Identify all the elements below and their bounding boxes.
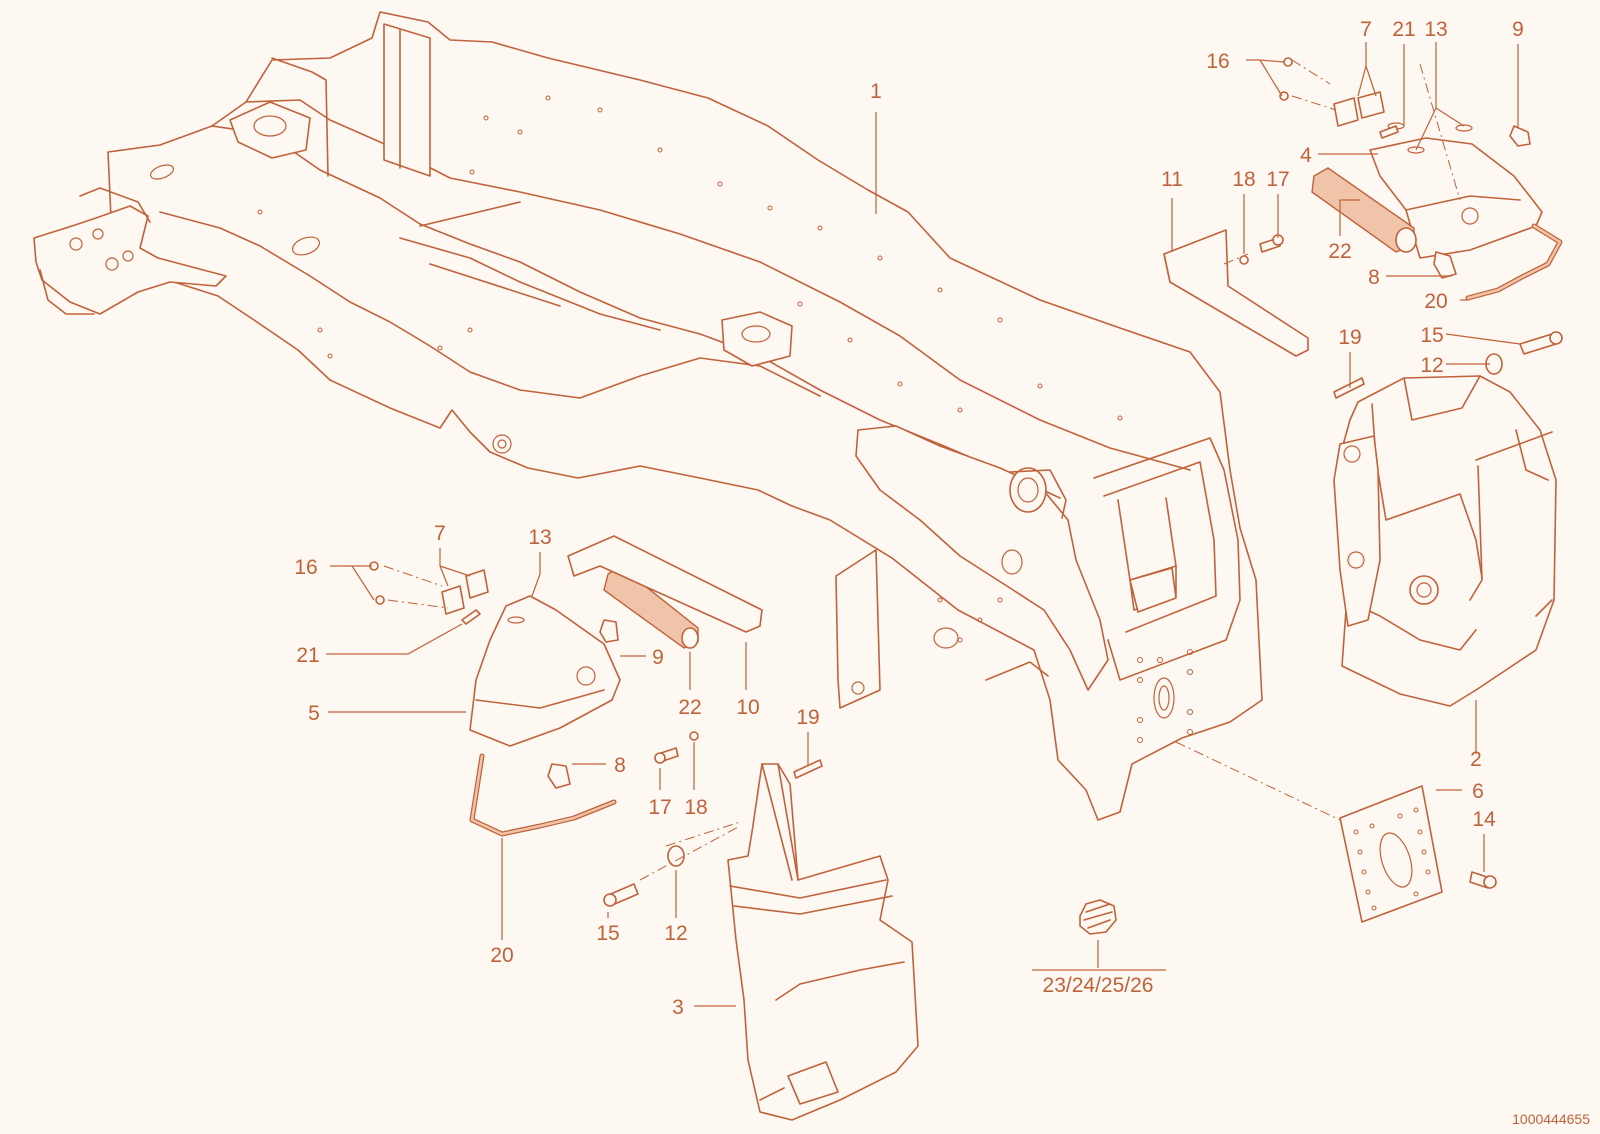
washer-part-18-right — [1239, 255, 1249, 265]
callout-labels: 1 2 3 4 5 6 7 7 8 8 9 9 10 11 12 12 13 1… — [294, 18, 1590, 1127]
callout-7-left: 7 — [434, 522, 446, 545]
bolt-part-14 — [1469, 871, 1497, 889]
callout-16-right: 16 — [1206, 50, 1229, 73]
cover-left-part-5 — [469, 595, 621, 747]
callout-13-left: 13 — [528, 526, 551, 549]
catch-part-8-right — [1433, 251, 1457, 279]
strip-part-19-right — [1333, 377, 1365, 399]
callout-19-right: 19 — [1338, 326, 1361, 349]
bracket-part-11 — [1163, 229, 1309, 357]
washer-part-18-left — [689, 731, 699, 741]
callout-6: 6 — [1472, 780, 1484, 803]
callout-13-right: 13 — [1424, 18, 1447, 41]
leader-lines — [326, 42, 1521, 1007]
bolt-part-15-left — [603, 883, 639, 907]
strip-part-22-right — [1311, 167, 1417, 253]
callout-21-right: 21 — [1392, 18, 1415, 41]
callout-14: 14 — [1472, 808, 1496, 831]
callout-22-right: 22 — [1328, 240, 1351, 263]
callout-4: 4 — [1300, 144, 1312, 167]
plate-part-6 — [1339, 785, 1443, 923]
callout-21-left: 21 — [296, 644, 319, 667]
callout-9-left: 9 — [652, 646, 664, 669]
callout-20-right: 20 — [1424, 290, 1447, 313]
bolt-part-16-right — [1279, 57, 1293, 101]
clip-part-21-left — [461, 609, 481, 625]
hinge-part-7-left — [441, 569, 489, 615]
callout-2: 2 — [1470, 748, 1482, 771]
bolt-part-17-left — [654, 747, 679, 764]
main-frame-part-1 — [33, 11, 1263, 821]
callout-5: 5 — [308, 702, 320, 725]
callout-7-right: 7 — [1360, 18, 1372, 41]
callout-18-left: 18 — [684, 796, 707, 819]
callout-18-right: 18 — [1232, 168, 1255, 191]
callout-8-right: 8 — [1368, 266, 1380, 289]
callout-19-left: 19 — [796, 706, 819, 729]
hinge-part-7-right — [1333, 91, 1385, 127]
bracket-part-10 — [567, 535, 763, 633]
clip-part-21-right — [1379, 125, 1399, 139]
callout-9-right: 9 — [1512, 18, 1524, 41]
handle-part-20-left — [469, 753, 617, 837]
latch-part-9-left — [599, 619, 619, 643]
fender-right-part-2 — [1333, 375, 1557, 707]
callout-15-right: 15 — [1420, 324, 1443, 347]
callout-12-left: 12 — [664, 922, 687, 945]
callout-20-left: 20 — [490, 944, 513, 967]
callout-15-left: 15 — [596, 922, 619, 945]
document-number: 1000444655 — [1512, 1111, 1590, 1127]
latch-part-9-right — [1509, 125, 1531, 147]
callout-8-left: 8 — [614, 754, 626, 777]
callout-11: 11 — [1161, 168, 1183, 191]
callout-17-right: 17 — [1266, 168, 1289, 191]
callout-10: 10 — [736, 696, 759, 719]
callout-1: 1 — [870, 80, 882, 103]
bolt-part-15-right — [1519, 331, 1563, 355]
callout-3: 3 — [672, 996, 684, 1019]
fender-left-part-3 — [727, 763, 919, 1121]
rubber-stop-part-23-26 — [1079, 899, 1117, 935]
callout-17-left: 17 — [648, 796, 671, 819]
callout-12-right: 12 — [1420, 354, 1443, 377]
handle-part-20-right — [1465, 223, 1563, 301]
strip-part-19-left — [793, 759, 823, 779]
callout-23-24-25-26: 23/24/25/26 — [1043, 974, 1154, 997]
callout-22-left: 22 — [678, 696, 701, 719]
spacer-part-12-left — [667, 845, 685, 867]
callout-16-left: 16 — [294, 556, 317, 579]
bolt-part-17-right — [1259, 234, 1284, 253]
catch-part-8-left — [547, 763, 571, 789]
